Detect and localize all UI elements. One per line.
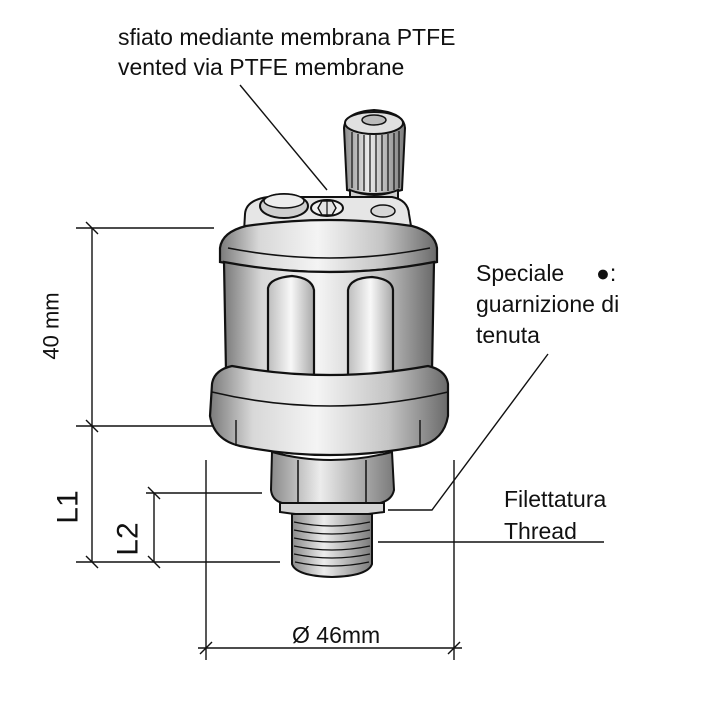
l1-dimension-label: L1 <box>51 490 85 524</box>
vent-leader-line <box>239 84 328 191</box>
sensor-housing <box>208 218 450 457</box>
diameter-dimension-label: Ø 46mm <box>292 622 381 648</box>
seal-leader-line <box>388 353 549 511</box>
l1-dimension <box>76 426 280 569</box>
vent-note-english: vented via PTFE membrane <box>118 54 405 80</box>
height-dimension-label: 40 mm <box>38 292 64 360</box>
connector-terminal <box>342 108 407 209</box>
seal-note-bullet: ●: <box>596 260 617 286</box>
seal-note-line2: guarnizione di <box>476 291 620 317</box>
thread-fitting <box>269 450 396 579</box>
thread-note-english: Thread <box>504 518 577 544</box>
l2-dimension <box>146 486 262 569</box>
vent-note-italian: sfiato mediante membrana PTFE <box>118 24 456 50</box>
seal-note-line1: Speciale <box>476 260 565 286</box>
diameter-dimension <box>198 460 462 660</box>
l2-dimension-label: L2 <box>111 522 145 556</box>
seal-note-line3: tenuta <box>476 322 540 348</box>
height-dimension <box>76 221 214 433</box>
thread-note-italian: Filettatura <box>504 486 607 512</box>
